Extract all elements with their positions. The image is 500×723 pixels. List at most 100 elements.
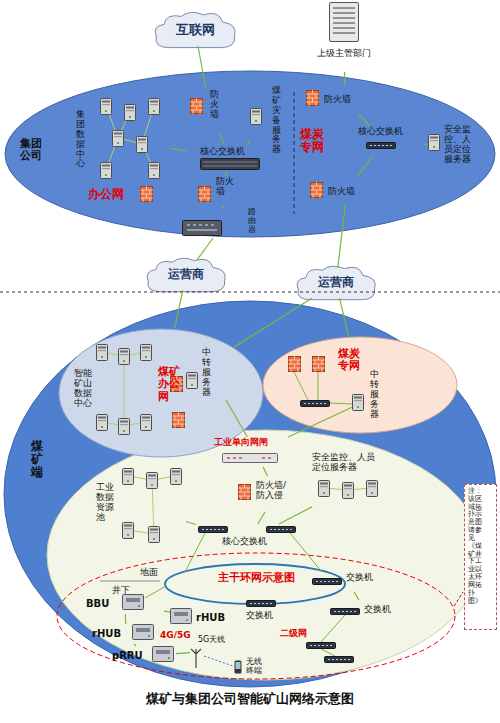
node-label: 防火墙	[324, 94, 351, 104]
private-net-region: 煤炭专网中转服务器	[262, 336, 458, 434]
link-line	[344, 72, 345, 86]
icon	[330, 3, 359, 42]
link-line	[170, 148, 186, 151]
switch-node: 核心交换机	[186, 144, 274, 172]
firewall-icon	[140, 186, 153, 202]
node-label: 防火墙	[216, 176, 235, 196]
server-node: 中转服务器	[352, 368, 396, 426]
ring-link	[145, 533, 322, 598]
switch-icon	[301, 401, 330, 407]
link-line	[358, 156, 373, 176]
switch-node: 交换机	[330, 600, 402, 624]
icon	[147, 473, 158, 489]
icon	[123, 469, 134, 485]
icon	[149, 99, 160, 115]
node-label: 交换机	[346, 572, 373, 582]
link-line	[279, 507, 312, 524]
terminal-node: 无线终端	[234, 654, 266, 682]
firewall-node: 防火墙/防入侵	[238, 476, 314, 512]
icon	[319, 481, 330, 497]
icon	[310, 182, 323, 198]
cloud-outline	[147, 258, 225, 291]
icon	[353, 395, 364, 411]
link-line	[358, 114, 369, 126]
server-node: 中转服务器	[186, 348, 236, 400]
switch-node: 交换机	[236, 596, 292, 624]
icon	[133, 625, 154, 640]
device-node: pRRU	[112, 646, 176, 666]
node-label: 路由器	[248, 208, 256, 234]
mine-region: 煤矿端煤矿办公网智能矿山数据中心中转服务器煤炭专网中转服务器工业单向网闸防火墙/…	[3, 300, 497, 688]
region-outline	[57, 553, 455, 679]
note-box: 注：该区域拓扑示意图请参见《煤矿井下工业以太环网拓扑图》	[464, 484, 497, 630]
router-node: 路由器	[182, 208, 266, 238]
node-label: rHUB	[196, 612, 225, 623]
device-node: BBU	[86, 594, 164, 614]
device-node: rHUB	[92, 624, 160, 644]
node-label: 防火墙	[328, 186, 355, 196]
label-wrap: 地面	[140, 567, 158, 577]
wire	[294, 372, 352, 404]
link-line	[125, 614, 127, 624]
cloud: 互联网	[152, 10, 238, 50]
link-line	[197, 238, 213, 260]
data-pool: 工业数据资源池	[82, 468, 186, 544]
node-label: 工业单向网闸	[214, 437, 268, 447]
switch-icon	[307, 643, 336, 649]
link-line	[222, 206, 223, 208]
label-wrap: 办公网	[88, 188, 124, 201]
node-label: 工业数据资源池	[96, 482, 115, 522]
cloud: 运营商	[294, 264, 378, 302]
icon	[141, 345, 152, 361]
cloud-outline	[155, 12, 235, 47]
node-label: 上级主管部门	[317, 48, 371, 58]
firewall-icon	[312, 356, 325, 372]
annotation: 二级网	[280, 628, 307, 638]
node-label: 5G天线	[198, 636, 225, 645]
server-node: 安全监控、人员定位服务器	[428, 118, 494, 176]
icon	[223, 454, 278, 463]
node-label: 煤炭专网	[338, 348, 361, 373]
firewall-icon	[170, 376, 183, 392]
icon	[153, 647, 174, 662]
switch-node: 交换机	[312, 568, 382, 592]
title: 煤矿与集团公司智能矿山网络示意图	[146, 692, 354, 707]
device-node: rHUB	[170, 608, 234, 628]
switch-node: 核心交换机	[196, 524, 300, 556]
cloud-outline	[297, 266, 375, 299]
node-label: 中转服务器	[370, 370, 379, 419]
icon	[306, 90, 319, 106]
node-label: 煤矿灾备服务器	[272, 86, 281, 155]
firewall-node: 防火墙	[198, 176, 246, 206]
gateway-node: 工业单向网闸	[214, 437, 298, 467]
ground-line	[100, 581, 160, 582]
wireless-link	[204, 656, 233, 666]
node-label: 交换机	[246, 610, 273, 620]
leader-line	[454, 592, 463, 606]
ring-region: 主干环网示意图交换机交换机交换机BBUrHUBrHUBpRRU5G天线无线终端	[56, 552, 456, 680]
icon	[367, 143, 396, 149]
icon	[101, 163, 112, 179]
link-line	[225, 172, 227, 176]
link-line	[164, 611, 170, 612]
icon	[251, 109, 262, 125]
firewall-icon	[172, 412, 185, 428]
cloud: 运营商	[144, 256, 228, 294]
icon	[429, 135, 440, 151]
link-line	[176, 653, 190, 654]
node-label: 安全监控、人员定位服务器	[312, 452, 376, 472]
icon	[331, 609, 360, 615]
node-label: 运营商	[168, 268, 204, 281]
firewall-node: 防火墙	[306, 86, 384, 114]
node-graphic	[70, 96, 170, 184]
node-label: BBU	[86, 598, 109, 609]
icon	[123, 595, 144, 610]
label-wrap: 煤炭专网	[300, 128, 325, 155]
firewall-icon	[288, 356, 301, 372]
wire	[321, 615, 345, 656]
icon	[97, 415, 108, 431]
link-line	[263, 467, 267, 476]
icon	[198, 186, 211, 202]
node-label: 煤矿办公网	[158, 366, 181, 403]
node-label: 安全监控、人员定位服务器	[444, 124, 472, 164]
